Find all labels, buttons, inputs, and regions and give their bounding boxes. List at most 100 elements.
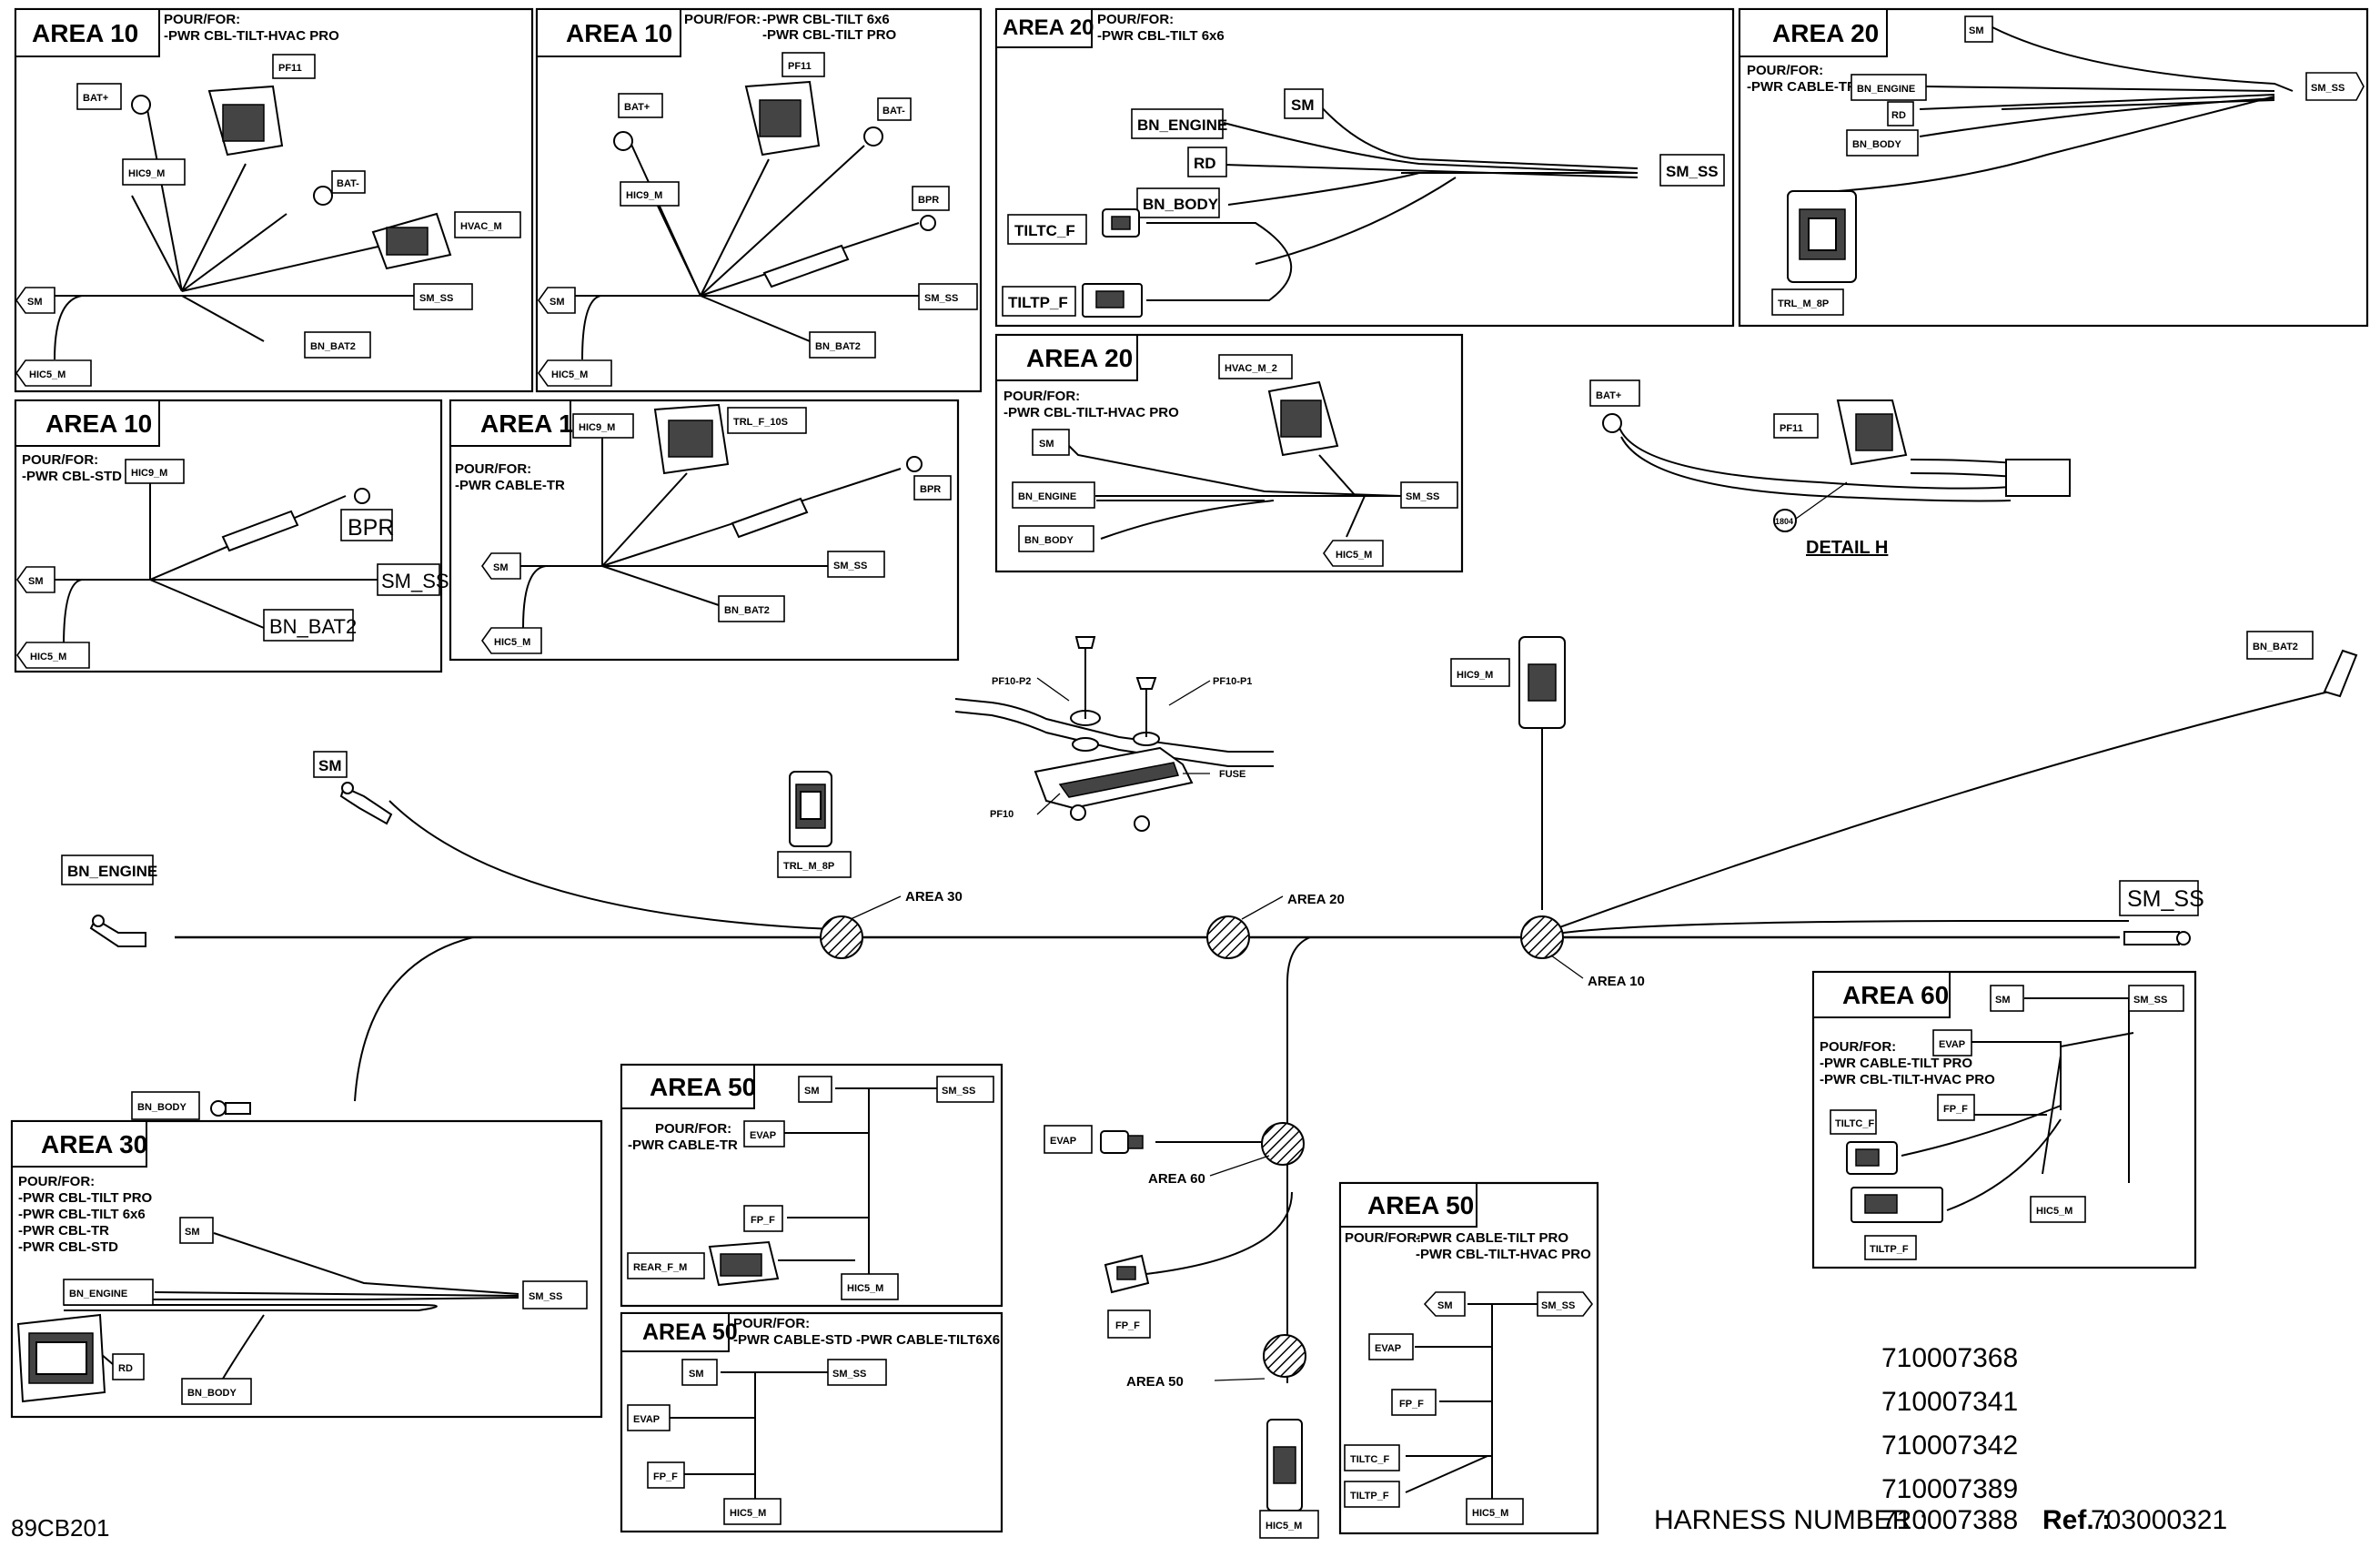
label-rd: RD [118, 1363, 133, 1374]
label-bn-body: BN_BODY [1024, 535, 1074, 546]
area-box-a60: AREA 60 POUR/FOR: -PWR CABLE-TILT PRO -P… [1811, 970, 2197, 1269]
harness-number-3: 710007342 [1881, 1431, 2018, 1461]
detail-h-label-bat-plus: BAT+ [1596, 390, 1621, 401]
hvac-connector-icon [371, 212, 452, 270]
label-hic5-m: HIC5_M [1266, 1521, 1302, 1532]
area-title: AREA 20 [1772, 19, 1879, 47]
pour-for-label: POUR/FOR: [22, 452, 98, 468]
label-tiltp-f: TILTP_F [1870, 1244, 1909, 1255]
ring-terminal-icon [89, 915, 146, 947]
fuse-holder-icon [731, 456, 923, 539]
pour-for-item: -PWR CBL-STD [22, 469, 122, 484]
label-evap: EVAP [1375, 1343, 1401, 1354]
ring-terminal-icon [210, 1100, 251, 1117]
pf11-connector-icon [744, 80, 821, 157]
label-hic5-m: HIC5_M [1472, 1508, 1508, 1519]
fuse-holder-icon [221, 488, 370, 552]
callout-pf10-p2: PF10-P2 [992, 676, 1031, 687]
callout-area-60: AREA 60 [1148, 1171, 1205, 1187]
pour-for-item: -PWR CABLE-TR [455, 478, 565, 493]
trl-connector-icon [789, 771, 832, 847]
label-hic5-m: HIC5_M [29, 369, 66, 380]
label-bn-body: BN_BODY [187, 1388, 237, 1399]
label-bat-minus: BAT- [882, 106, 905, 116]
pour-for-label: POUR/FOR: [655, 1121, 731, 1137]
label-sm-ss: SM_SS [2311, 83, 2345, 94]
label-sm-ss: SM_SS [833, 561, 867, 571]
label-hic9-m: HIC9_M [131, 468, 167, 479]
pour-for-label: POUR/FOR: [164, 12, 240, 27]
label-rd: RD [1891, 110, 1906, 121]
ring-terminal-icon [2323, 649, 2358, 698]
area-box-a50-tilt: AREA 50 POUR/FOR: -PWR CABLE-TILT PRO -P… [1338, 1181, 1599, 1535]
label-hic5-m: HIC5_M [494, 637, 530, 648]
label-pf11: PF11 [278, 63, 302, 74]
pour-for-item: -PWR CABLE-TR [628, 1138, 738, 1153]
label-pf11: PF11 [788, 61, 812, 72]
label-rear-f-m: REAR_F_M [633, 1262, 687, 1273]
pour-for-label: POUR/FOR: [1820, 1039, 1896, 1055]
label-bat-minus: BAT- [337, 178, 359, 189]
label-bn-body: BN_BODY [1852, 139, 1901, 150]
label-sm-ss: SM_SS [2127, 886, 2204, 912]
splice-area-60 [1261, 1122, 1305, 1166]
label-sm: SM [804, 1086, 820, 1097]
callout-area-50: AREA 50 [1126, 1374, 1184, 1390]
label-hic5-m: HIC5_M [847, 1283, 883, 1294]
pour-for-label: POUR/FOR: [455, 461, 531, 477]
label-bn-engine: BN_ENGINE [69, 1289, 127, 1299]
pour-for-item: -PWR CABLE-TR [1747, 79, 1857, 95]
detail-h-ref: 1804 [1775, 517, 1793, 526]
pour-for-item: -PWR CBL-TILT 6x6 [762, 12, 890, 27]
label-hic9-m: HIC9_M [1457, 670, 1493, 681]
label-sm: SM [28, 576, 44, 587]
tiltp-connector-icon [1082, 283, 1143, 318]
label-hvac-m: HVAC_M [460, 221, 502, 232]
area-box-a10-hvac: AREA 10 POUR/FOR: -PWR CBL-TILT-HVAC PRO… [14, 7, 534, 393]
callout-pf10-p1: PF10-P1 [1213, 676, 1252, 687]
label-sm: SM [493, 562, 509, 573]
tiltc-connector-icon [1846, 1141, 1898, 1175]
fp-branch-wire [1145, 1191, 1293, 1275]
label-bn-engine: BN_ENGINE [67, 863, 157, 880]
area-title: AREA 30 [41, 1130, 147, 1158]
label-hic9-m: HIC9_M [626, 190, 662, 201]
label-sm-ss: SM_SS [529, 1291, 562, 1302]
ring-terminal-icon [339, 782, 393, 825]
pour-for-item: -PWR CABLE-TILT PRO [1416, 1230, 1568, 1246]
label-evap: EVAP [633, 1414, 660, 1425]
pour-for-label: POUR/FOR: [1003, 389, 1080, 404]
label-sm: SM [27, 297, 43, 308]
hvac-connector-icon [1267, 380, 1339, 457]
label-sm: SM [1995, 995, 2011, 1006]
label-sm-ss: SM_SS [924, 293, 958, 304]
label-bn-engine: BN_ENGINE [1857, 84, 1915, 95]
callout-fuse: FUSE [1219, 769, 1245, 780]
label-sm-ss: SM_SS [1666, 163, 1719, 180]
callout-area-10: AREA 10 [1588, 974, 1645, 989]
label-bn-bat2: BN_BAT2 [2253, 642, 2298, 652]
figure-code: 89CB201 [11, 1514, 109, 1542]
label-sm: SM [689, 1369, 704, 1380]
harness-number-1: 710007368 [1881, 1343, 2018, 1373]
label-rd: RD [1194, 155, 1216, 172]
harness-number-5: 710007388 [1881, 1505, 2018, 1535]
pour-for-item: -PWR CBL-TILT PRO [762, 27, 897, 43]
splice-area-10 [1520, 915, 1564, 959]
label-tiltp-f: TILTP_F [1008, 294, 1068, 311]
callout-area-30: AREA 30 [905, 889, 963, 905]
fp-connector-icon [1104, 1254, 1150, 1294]
pour-for-item: -PWR CBL-TILT PRO [18, 1190, 153, 1206]
label-bpr: BPR [920, 484, 941, 495]
area-box-a50-std: AREA 50 POUR/FOR: -PWR CABLE-STD -PWR CA… [620, 1311, 1003, 1533]
pour-for-label: POUR/FOR: [18, 1174, 95, 1189]
ref-label: Ref. : [2042, 1505, 2111, 1535]
label-bn-engine: BN_ENGINE [1137, 116, 1227, 134]
pour-for-label: POUR/FOR: [1097, 12, 1174, 27]
pour-for-item: -PWR CBL-TILT-HVAC PRO [1416, 1247, 1591, 1262]
area-box-a10-tilt: AREA 10 POUR/FOR: -PWR CBL-TILT 6x6 -PWR… [535, 7, 983, 393]
label-fp-f: FP_F [1115, 1320, 1140, 1331]
label-sm-ss: SM_SS [1541, 1300, 1575, 1311]
harness-number-2: 710007341 [1881, 1387, 2018, 1417]
label-hic5-m: HIC5_M [30, 652, 66, 662]
